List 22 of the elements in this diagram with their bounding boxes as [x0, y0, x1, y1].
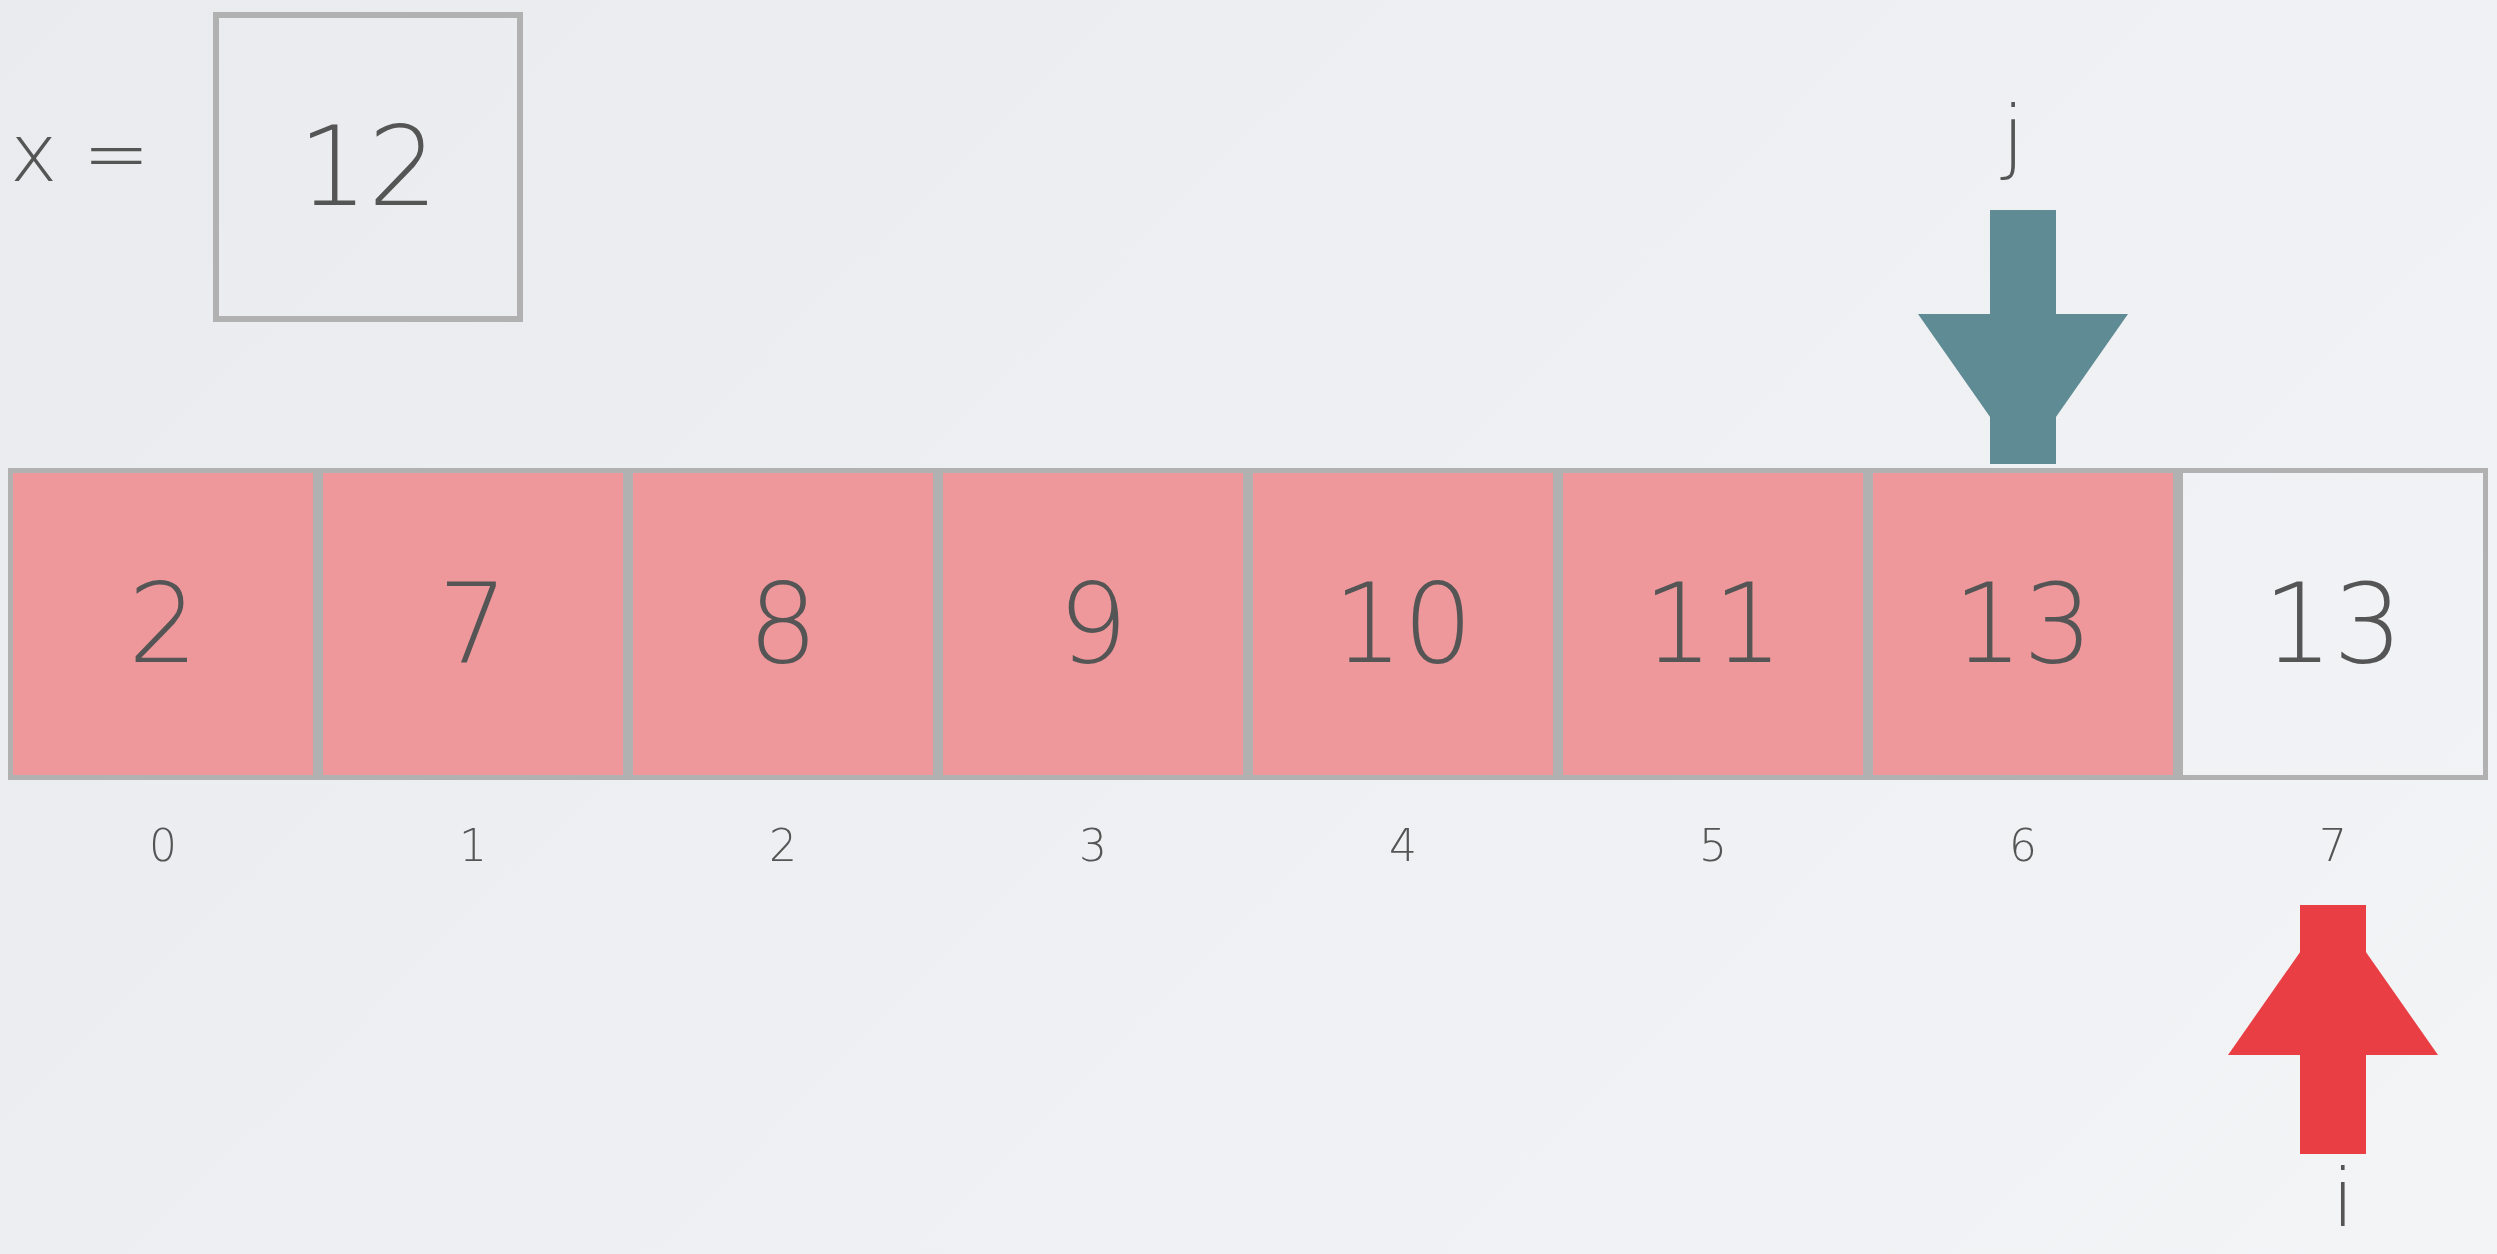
index-label: 7 — [2318, 820, 2348, 871]
index-label: 3 — [1078, 820, 1108, 871]
array-cell: 13 — [1868, 468, 2178, 780]
array-cell: 7 — [318, 468, 628, 780]
pointer-label: i — [2303, 1150, 2383, 1246]
index-label: 1 — [458, 820, 488, 871]
array-cell: 11 — [1558, 468, 1868, 780]
pointer-arrow — [1918, 210, 2128, 464]
pointer-arrow — [2228, 905, 2438, 1154]
pointer-label: j — [1973, 85, 2053, 185]
variable-name: x = — [10, 107, 150, 200]
index-label: 4 — [1388, 820, 1418, 871]
value-box: 12 — [213, 12, 523, 322]
array-cell: 13 — [2178, 468, 2488, 780]
index-label: 6 — [2008, 820, 2038, 871]
array-cell: 9 — [938, 468, 1248, 780]
array-cell: 2 — [8, 468, 318, 780]
index-label: 2 — [768, 820, 798, 871]
array-cell: 10 — [1248, 468, 1558, 780]
index-label: 0 — [148, 820, 178, 871]
index-label: 5 — [1698, 820, 1728, 871]
array-cell: 8 — [628, 468, 938, 780]
